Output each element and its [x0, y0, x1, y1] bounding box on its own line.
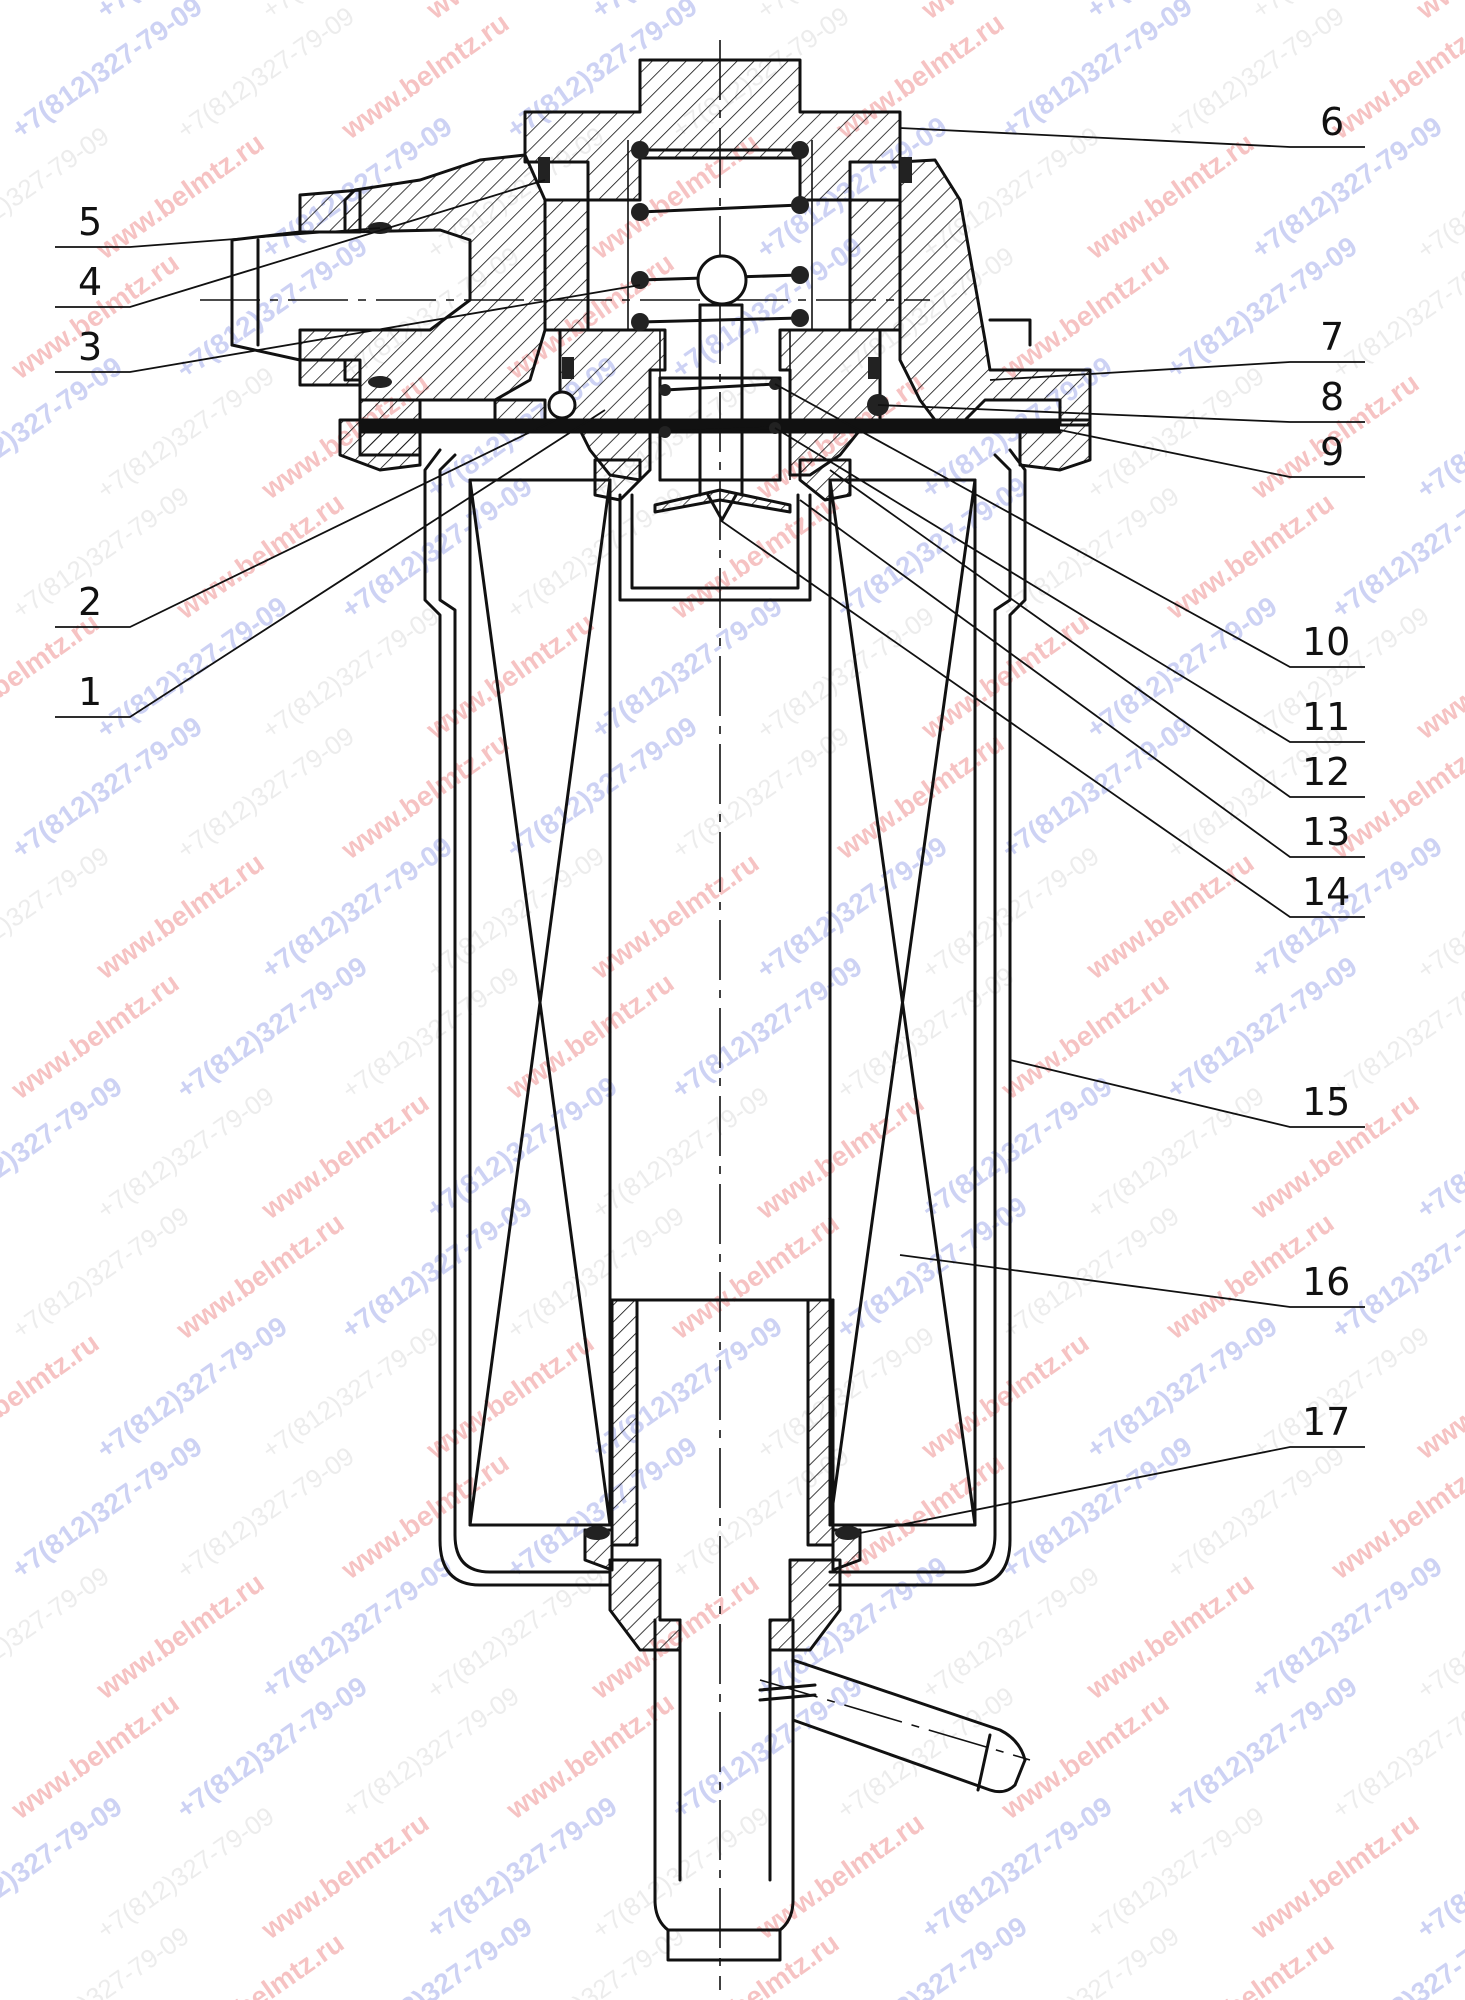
bottom-outlet-fitting [608, 1558, 842, 1962]
callout-10: 10 [1302, 620, 1350, 664]
ball-valve [696, 254, 748, 306]
watermark-text: +7(812)327-79-09 [996, 1201, 1184, 1345]
watermark-text: www.belmtz.ru [750, 1087, 930, 1226]
filter-element [468, 478, 977, 1527]
watermark-text: www.belmtz.ru [1410, 0, 1465, 25]
watermark-text: +7(812)327-79-09 [1411, 350, 1465, 504]
callout-11: 11 [1302, 695, 1350, 739]
watermark-text: www.belmtz.ru [90, 127, 270, 266]
callout-7: 7 [1320, 315, 1344, 359]
filter-top-cap [593, 458, 852, 602]
watermark-text: www.belmtz.ru [0, 1327, 104, 1466]
callout-1: 1 [78, 670, 102, 714]
callout-14: 14 [1302, 870, 1350, 914]
watermark-text: +7(812)327-79-09 [171, 1441, 359, 1585]
watermark-text: +7(812)327-79-09 [666, 721, 854, 865]
valve-seat-part [558, 328, 882, 482]
callout-16: 16 [1302, 1260, 1350, 1304]
watermark-text: www.belmtz.ru [90, 1567, 270, 1706]
callout-labels: 1 2 3 4 5 6 7 8 9 10 11 12 13 14 15 16 1… [78, 100, 1350, 1444]
watermark-text: +7(812)327-79-09 [831, 1681, 1019, 1825]
watermark-text: +7(812)327-79-09 [336, 961, 524, 1105]
callout-3: 3 [78, 325, 102, 369]
watermark-text: www.belmtz.ru [1080, 127, 1260, 266]
side-port-axis-line [759, 1679, 1031, 1761]
callout-13: 13 [1302, 810, 1350, 854]
callout-2: 2 [78, 580, 102, 624]
main-spring [627, 140, 813, 331]
callout-6: 6 [1320, 100, 1344, 144]
watermark-text: +7(812)327-79-09 [831, 961, 1019, 1105]
watermark-text: www.belmtz.ru [90, 847, 270, 986]
bypass-valve-assembly [653, 303, 792, 522]
watermark-text: www.belmtz.ru [585, 847, 765, 986]
valve-body-part [543, 198, 902, 332]
watermark-text: www.belmtz.ru [915, 0, 1095, 25]
watermark-text: www.belmtz.ru [0, 0, 104, 25]
callout-9: 9 [1320, 430, 1344, 474]
watermark-text: +7(812)327-79-09 [171, 721, 359, 865]
watermark-text: +7(812)327-79-09 [171, 1, 359, 145]
watermark-text: www.belmtz.ru [255, 1087, 435, 1226]
watermark-text: www.belmtz.ru [420, 0, 600, 25]
watermark-text: +7(812)327-79-09 [1161, 1441, 1349, 1585]
bowl-housing [338, 418, 1092, 1587]
watermark-text: www.belmtz.ru [915, 1327, 1095, 1466]
bottom-seal [583, 1526, 862, 1572]
watermark-text: www.belmtz.ru [255, 1807, 435, 1946]
watermark-text: www.belmtz.ru [420, 1327, 600, 1466]
watermark-text: www.belmtz.ru [665, 1927, 845, 2000]
callout-5: 5 [78, 200, 102, 244]
watermark-text: www.belmtz.ru [1245, 1807, 1425, 1946]
watermark-text: www.belmtz.ru [750, 1807, 930, 1946]
watermark-text: www.belmtz.ru [420, 607, 600, 746]
callout-17: 17 [1302, 1400, 1350, 1444]
side-port-fitting [758, 1658, 1027, 1794]
leader-lines [55, 127, 1365, 1534]
watermark-text: +7(812)327-79-09 [6, 1201, 194, 1345]
watermark-text: www.belmtz.ru [1160, 1927, 1340, 2000]
watermark-text: +7(812)327-79-09 [1411, 1070, 1465, 1224]
callout-4: 4 [78, 260, 102, 304]
watermark-text: www.belmtz.ru [1080, 1567, 1260, 1706]
callout-12: 12 [1302, 750, 1350, 794]
callout-15: 15 [1302, 1080, 1350, 1124]
watermark-text: +7(812)327-79-09 [501, 1201, 689, 1345]
watermark-text: +7(812)327-79-09 [336, 1681, 524, 1825]
watermark-text: +7(812)327-79-09 [1411, 1790, 1465, 1944]
bottom-center-tube [610, 1298, 835, 1547]
watermark-text: www.belmtz.ru [170, 1927, 350, 2000]
watermark-text: www.belmtz.ru [1080, 847, 1260, 986]
callout-8: 8 [1320, 375, 1344, 419]
